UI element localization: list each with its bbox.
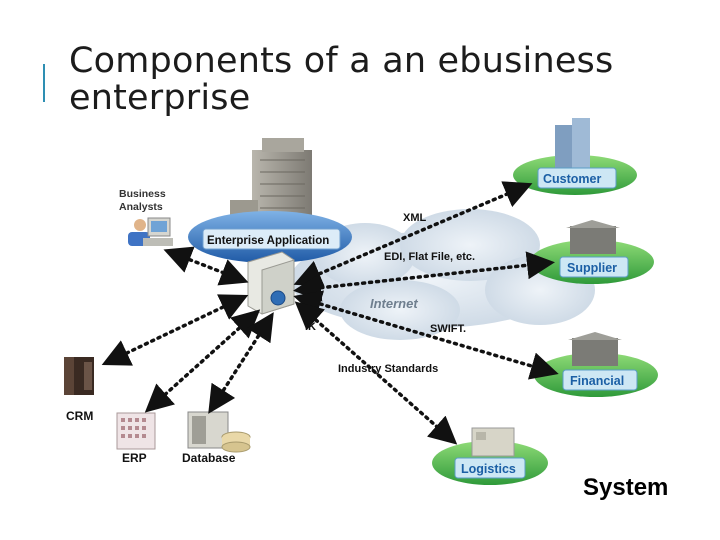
internet-label: Internet <box>370 296 418 311</box>
arrow-erp <box>144 309 261 413</box>
supplier-node <box>530 220 654 284</box>
logistics-node <box>432 427 548 485</box>
ik-label: IK <box>305 321 316 333</box>
business-analysts-icon <box>128 217 173 246</box>
arrow-database <box>208 312 274 414</box>
database-label: Database <box>182 451 236 465</box>
title-accent-bar <box>43 64 45 102</box>
customer-label: Customer <box>543 172 601 186</box>
crm-label: CRM <box>66 409 93 423</box>
slide-title-line2: enterprise <box>69 78 251 118</box>
arrow-crm <box>101 294 249 366</box>
connection-arrows <box>101 181 559 445</box>
enterprise-application-label: Enterprise Application <box>207 235 329 247</box>
slide-title-line1: Components of a an ebusiness <box>69 41 614 81</box>
xml-label: XML <box>403 212 427 224</box>
arrow-logistics <box>294 301 458 445</box>
swift-label: SWIFT. <box>430 323 466 335</box>
server-icon <box>247 251 295 315</box>
database-icon <box>187 411 251 453</box>
industry-standards-label: Industry Standards <box>338 363 438 375</box>
arrow-analysts <box>163 246 249 286</box>
logistics-label: Logistics <box>461 462 516 476</box>
edi-label: EDI, Flat File, etc. <box>384 251 475 263</box>
slide-title: Components of a an ebusiness enterprise <box>69 43 669 117</box>
arrow-supplier <box>293 251 555 302</box>
customer-node <box>513 118 637 195</box>
business-analysts-label-line2: Analysts <box>119 201 163 213</box>
financial-label: Financial <box>570 374 624 388</box>
erp-label: ERP <box>122 451 147 465</box>
financial-node <box>534 332 658 397</box>
supplier-label: Supplier <box>567 261 617 275</box>
crm-icon <box>64 357 94 395</box>
system-label: System <box>583 474 669 501</box>
erp-icon <box>116 412 156 450</box>
business-analysts-label-line1: Business <box>119 188 166 200</box>
